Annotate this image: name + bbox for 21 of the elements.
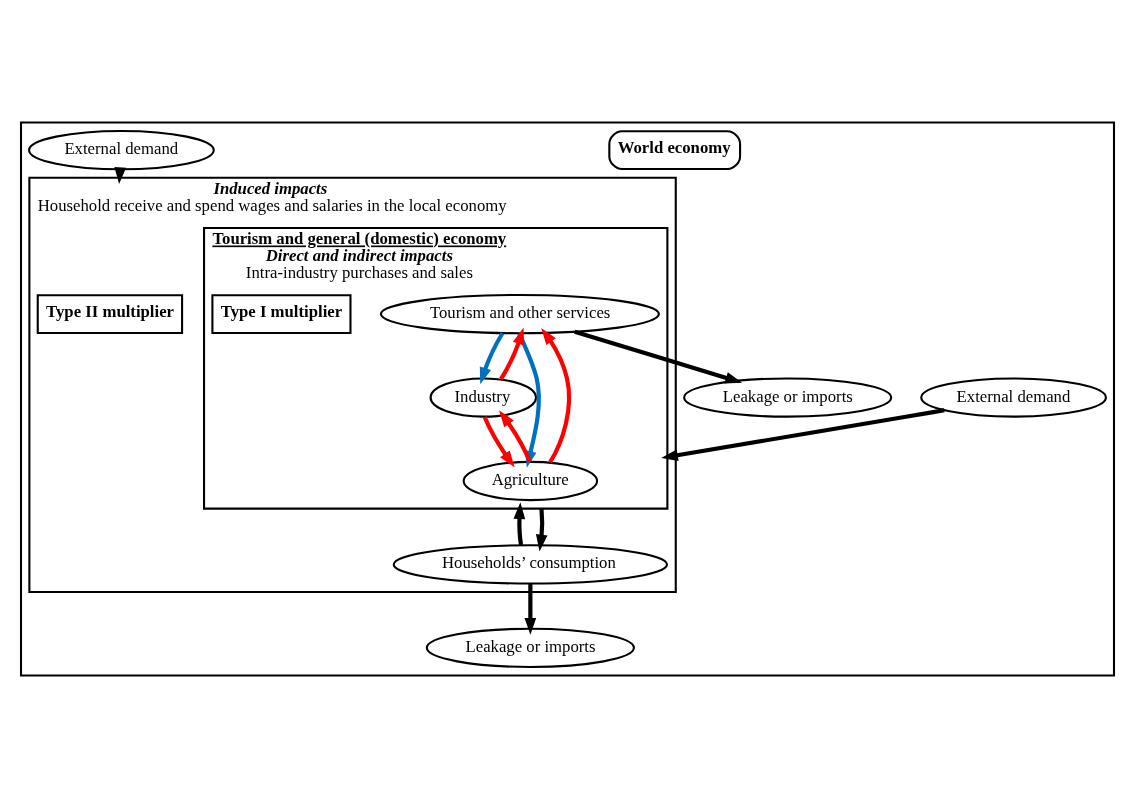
node-ellipse: Households’ consumption bbox=[392, 543, 669, 585]
arrow bbox=[479, 331, 505, 384]
arrow bbox=[661, 407, 945, 461]
node-ellipse: External demand bbox=[920, 376, 1107, 418]
node-ellipse: Agriculture bbox=[462, 460, 599, 501]
arrow bbox=[513, 501, 526, 545]
arrow bbox=[524, 583, 537, 635]
arrow bbox=[535, 507, 548, 551]
arrow bbox=[499, 409, 532, 462]
node-ellipse: Tourism and other services bbox=[379, 293, 660, 334]
node-box: World economy bbox=[608, 129, 742, 170]
node-box: Type I multiplier bbox=[211, 293, 352, 334]
arrow bbox=[499, 327, 525, 380]
node-ellipse: Leakage or imports bbox=[683, 376, 893, 418]
node-ellipse: Industry bbox=[429, 376, 538, 418]
arrow bbox=[482, 415, 515, 468]
node-box: Type II multiplier bbox=[36, 293, 184, 334]
node-ellipse: Leakage or imports bbox=[425, 627, 635, 668]
cluster bbox=[19, 121, 1116, 676]
arrow bbox=[574, 329, 743, 383]
arrow bbox=[541, 327, 572, 463]
